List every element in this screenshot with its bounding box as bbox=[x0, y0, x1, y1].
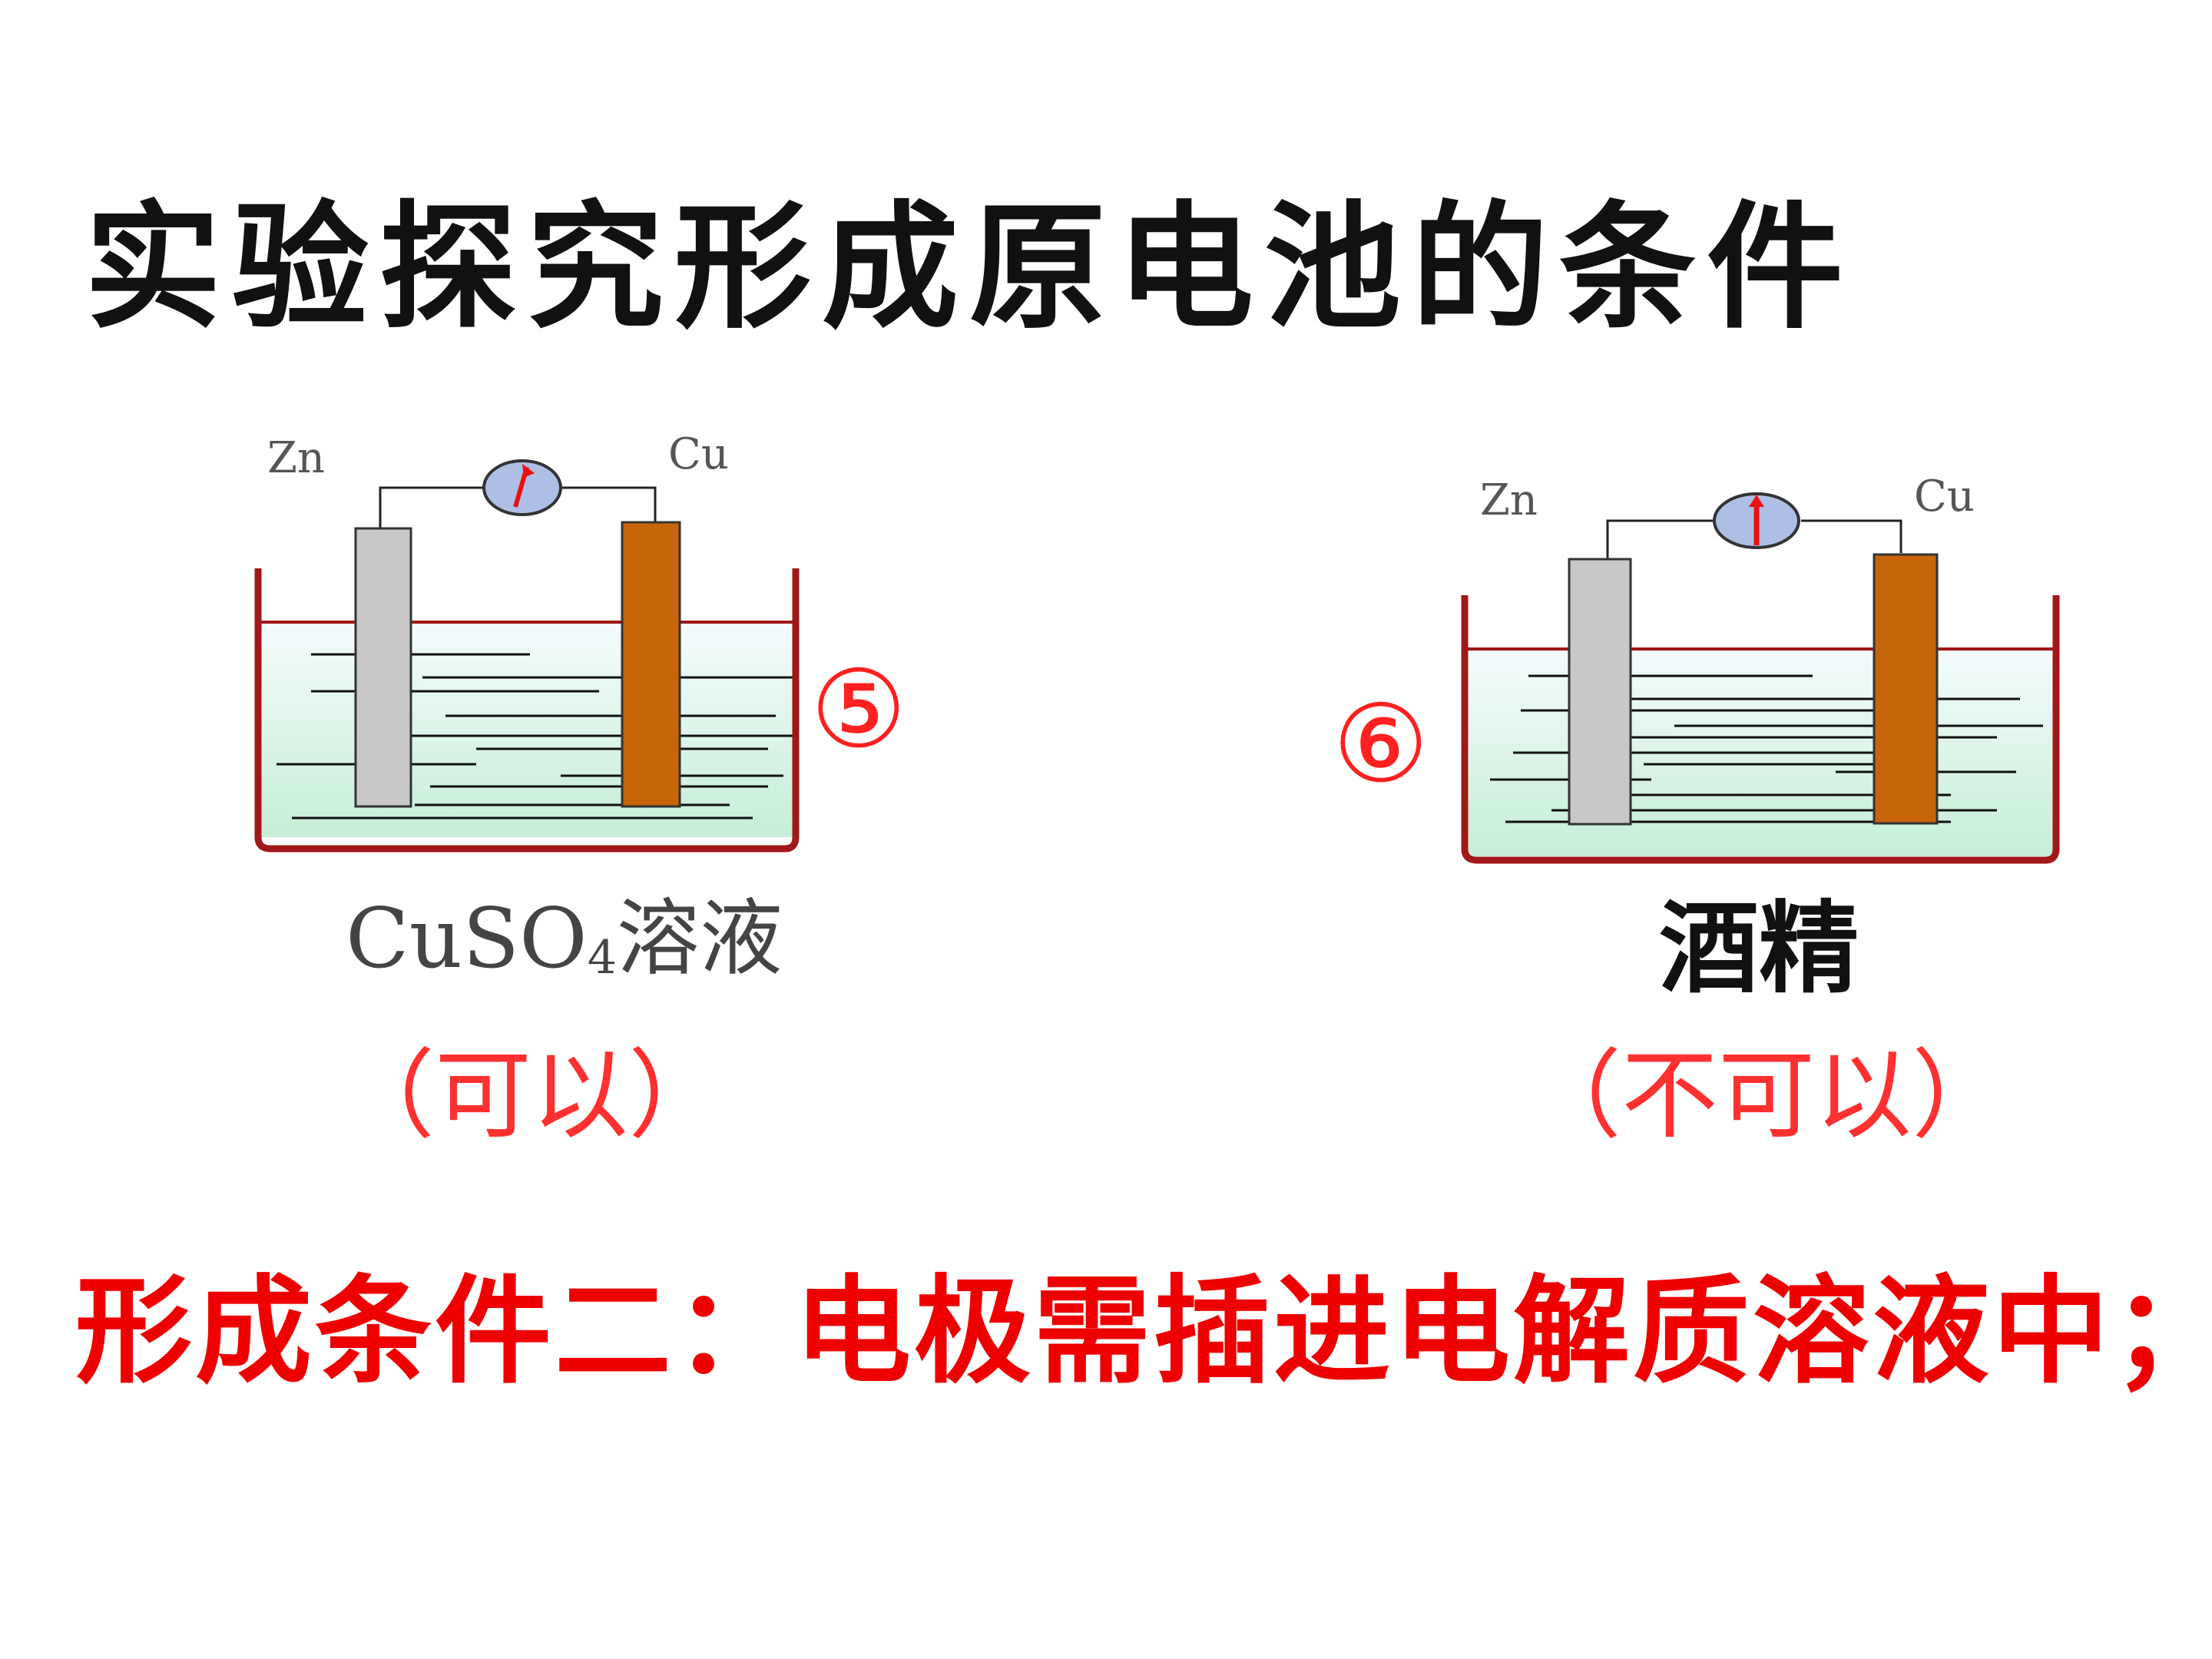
copper-electrode-2 bbox=[1873, 553, 1939, 825]
conclusion-text: 形成条件二：电极需插进电解质溶液中； bbox=[75, 1262, 2212, 1399]
verdict-2: （不可以） bbox=[1525, 1039, 2008, 1152]
cell-number-6: ⑥ bbox=[1333, 682, 1429, 807]
solution-label-2: 酒精 bbox=[1659, 889, 1859, 1007]
cell-number-5: ⑤ bbox=[810, 647, 907, 773]
galvanometer-1 bbox=[482, 459, 562, 516]
copper-label-2: Cu bbox=[1914, 472, 1975, 522]
galvanic-cell-2: Zn Cu bbox=[1461, 472, 2060, 864]
beaker-1 bbox=[254, 568, 800, 853]
verdict-1: （可以） bbox=[338, 1039, 725, 1152]
page-title: 实验探究形成原电池的条件 bbox=[84, 187, 1854, 347]
solution-formula-1: CuSO bbox=[346, 891, 588, 987]
copper-electrode-1 bbox=[621, 521, 681, 808]
wire-1 bbox=[379, 486, 657, 530]
zinc-label-1: Zn bbox=[267, 433, 325, 483]
liquid-1 bbox=[258, 621, 796, 837]
zinc-label-2: Zn bbox=[1480, 475, 1538, 525]
beaker-2 bbox=[1461, 595, 2060, 864]
solution-subscript-1: 4 bbox=[587, 931, 617, 985]
copper-label-1: Cu bbox=[668, 429, 729, 479]
zinc-electrode-2 bbox=[1568, 558, 1632, 826]
zinc-electrode-1 bbox=[354, 527, 412, 808]
galvanometer-2 bbox=[1713, 492, 1800, 549]
wire-2 bbox=[1606, 519, 1902, 561]
galvanic-cell-1: Zn Cu bbox=[254, 429, 800, 853]
solution-name-1: 溶液 bbox=[616, 891, 783, 987]
solution-label-1: CuSO4溶液 bbox=[346, 872, 783, 992]
